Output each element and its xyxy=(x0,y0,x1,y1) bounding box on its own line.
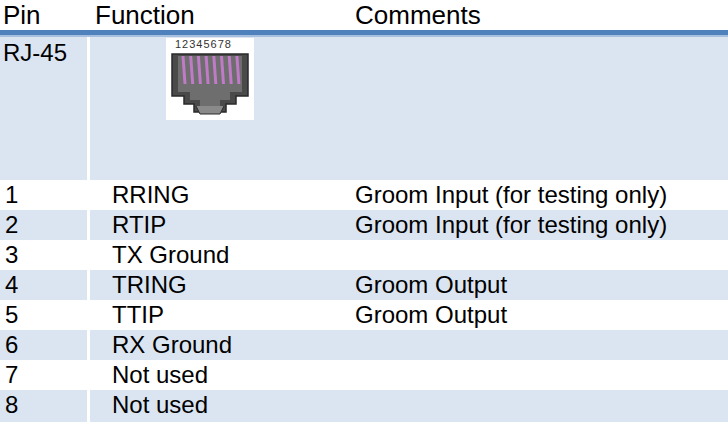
contact-pin xyxy=(214,56,216,84)
contact-pin xyxy=(237,56,239,84)
pin-function: RTIP xyxy=(112,212,166,238)
rj45-jack-illustration xyxy=(166,38,254,120)
row-band xyxy=(0,330,87,360)
row-band xyxy=(90,330,728,360)
pin-number: 5 xyxy=(5,302,18,328)
contact-pin xyxy=(229,56,231,84)
latch-notch xyxy=(196,106,224,114)
row-band xyxy=(0,270,87,300)
row-band xyxy=(90,210,728,240)
pin-number: 6 xyxy=(5,332,18,358)
row-band xyxy=(90,270,728,300)
pin-number: 2 xyxy=(5,212,18,238)
contact-pin xyxy=(222,56,224,84)
pin-number: 4 xyxy=(5,272,18,298)
contact-pin xyxy=(198,56,200,84)
row-band xyxy=(90,390,728,422)
row-band xyxy=(90,37,728,180)
pin-number: 7 xyxy=(5,362,18,388)
pin-comment: Groom Input (for testing only) xyxy=(355,212,667,238)
pin-number: 3 xyxy=(5,242,18,268)
jack-body xyxy=(172,54,248,112)
row-band xyxy=(0,390,87,422)
column-header: Comments xyxy=(355,1,481,30)
image-ground xyxy=(166,38,254,120)
header-rule-shade xyxy=(0,35,728,37)
contact-pin xyxy=(183,56,185,84)
pin-function: RX Ground xyxy=(112,332,232,358)
pin-comment: Groom Output xyxy=(355,272,507,298)
pin-numbering: 12345678 xyxy=(175,38,232,50)
pin-comment: Groom Output xyxy=(355,302,507,328)
connector-name: RJ-45 xyxy=(3,40,67,66)
row-band xyxy=(0,37,87,180)
row-band xyxy=(0,210,87,240)
pin-number: 1 xyxy=(5,182,18,208)
contact-pin xyxy=(191,56,193,84)
jack-opening xyxy=(178,56,242,106)
column-header: Function xyxy=(95,1,195,30)
contact-pin xyxy=(206,56,208,84)
pin-comment: Groom Input (for testing only) xyxy=(355,182,667,208)
column-header: Pin xyxy=(3,1,41,30)
pin-number: 8 xyxy=(5,392,18,418)
header-rule xyxy=(0,30,728,35)
pin-function: TTIP xyxy=(112,302,164,328)
pin-function: TRING xyxy=(112,272,187,298)
pin-function: Not used xyxy=(112,362,208,388)
pin-function: TX Ground xyxy=(112,242,229,268)
pin-function: RRING xyxy=(112,182,189,208)
contact-pins xyxy=(183,56,239,84)
pin-function: Not used xyxy=(112,392,208,418)
